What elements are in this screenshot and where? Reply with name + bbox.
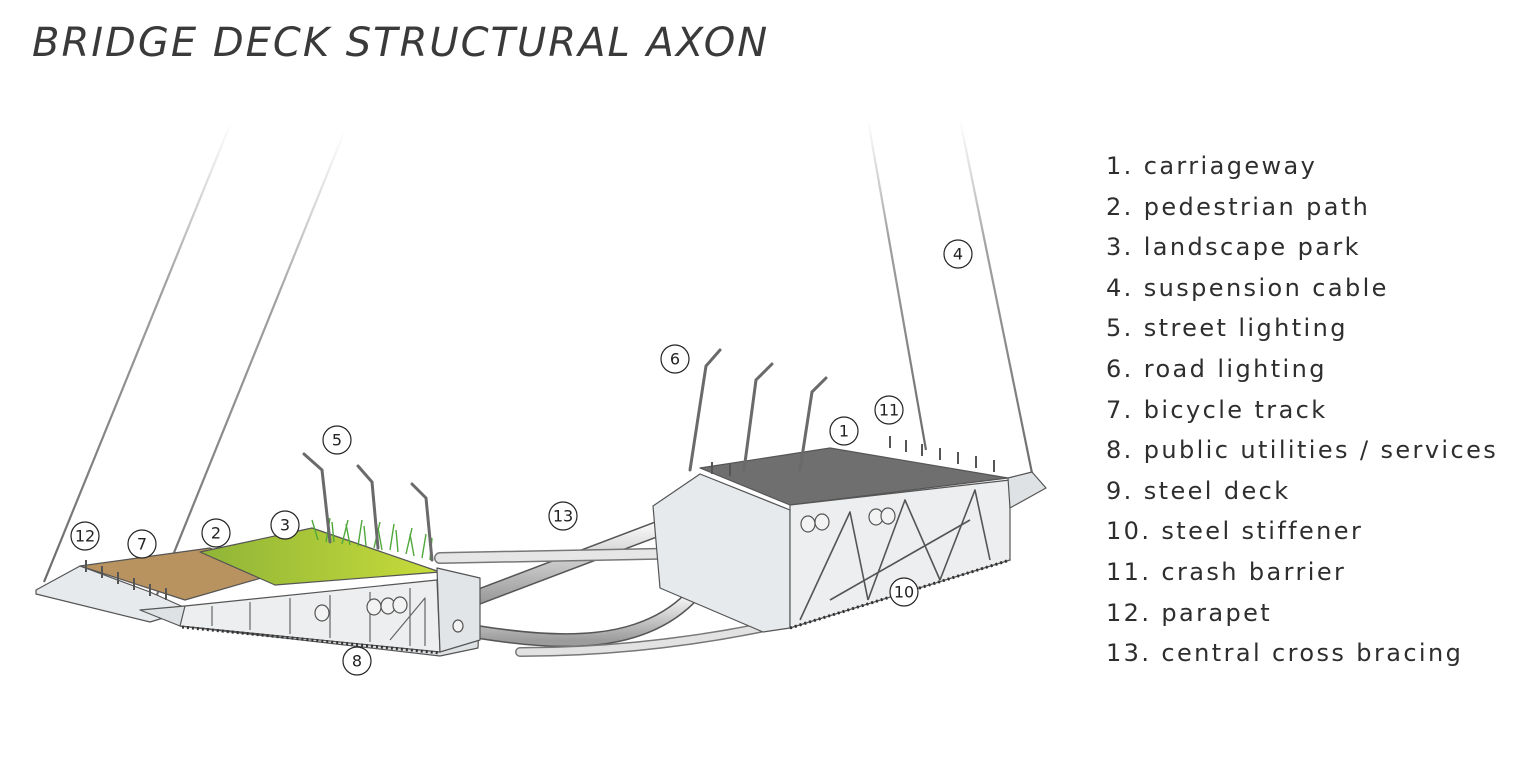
callout-label: 3 xyxy=(280,516,290,535)
legend-item: 2. pedestrian path xyxy=(1106,192,1371,221)
legend-item: 6. road lighting xyxy=(1106,354,1327,383)
callout-7: 7 xyxy=(127,529,157,559)
legend-item: 7. bicycle track xyxy=(1106,395,1328,424)
diagram-title: BRIDGE DECK STRUCTURAL AXON xyxy=(32,20,770,66)
left-deck xyxy=(35,527,481,657)
callout-label: 11 xyxy=(879,401,899,420)
callout-10: 10 xyxy=(889,577,919,607)
callout-label: 13 xyxy=(553,507,573,526)
right-deck-stiffeners xyxy=(799,489,991,621)
legend-item: 3. landscape park xyxy=(1106,233,1361,262)
bracing-tube-upper-face xyxy=(463,521,667,607)
right-crash-barrier-posts xyxy=(711,436,995,476)
callout-4: 4 xyxy=(943,239,973,269)
callout-1: 1 xyxy=(829,416,859,446)
callout-3: 3 xyxy=(270,510,300,540)
legend-item: 4. suspension cable xyxy=(1106,273,1389,302)
callout-5: 5 xyxy=(322,425,352,455)
callout-2: 2 xyxy=(201,518,231,548)
callout-label: 1 xyxy=(839,422,849,441)
right-parapet-edge xyxy=(1007,471,1047,509)
legend-item: 11. crash barrier xyxy=(1106,557,1347,586)
callout-label: 2 xyxy=(211,524,221,543)
component-legend: 1. carriageway 2. pedestrian path 3. lan… xyxy=(1106,146,1498,674)
suspension-cable-left-outer xyxy=(42,119,234,583)
callout-label: 7 xyxy=(137,535,147,554)
callout-11: 11 xyxy=(874,395,904,425)
callout-13: 13 xyxy=(548,501,578,531)
legend-item: 12. parapet xyxy=(1106,598,1273,627)
callout-label: 8 xyxy=(352,652,362,671)
callout-label: 5 xyxy=(332,431,342,450)
callout-12: 12 xyxy=(70,521,100,551)
legend-item: 9. steel deck xyxy=(1106,476,1291,505)
suspension-cable-right-inner xyxy=(866,119,928,451)
right-utility-pipes xyxy=(800,507,896,533)
callout-label: 10 xyxy=(894,583,914,602)
legend-item: 13. central cross bracing xyxy=(1106,639,1464,668)
callout-6: 6 xyxy=(660,344,690,374)
callout-label: 12 xyxy=(75,527,95,546)
legend-item: 1. carriageway xyxy=(1106,152,1318,180)
bracing-tube-return-face xyxy=(516,624,764,656)
legend-item: 10. steel stiffener xyxy=(1106,517,1364,546)
right-deck xyxy=(652,436,1047,633)
left-utility-pipes xyxy=(314,596,464,633)
legend-item: 5. street lighting xyxy=(1106,314,1348,343)
road-lighting-posts xyxy=(688,348,828,472)
legend-item: 8. public utilities / services xyxy=(1106,436,1499,465)
callout-label: 6 xyxy=(670,350,680,369)
street-lighting-posts xyxy=(302,452,434,562)
suspension-cables xyxy=(42,119,1035,613)
bracing-tube-lower-face xyxy=(472,592,696,646)
suspension-cable-left-inner xyxy=(148,129,347,613)
suspension-cable-right-outer xyxy=(958,119,1035,479)
left-box-girder-end xyxy=(436,567,481,653)
callout-8: 8 xyxy=(342,646,372,676)
callout-label: 4 xyxy=(953,245,963,264)
left-parapet-posts xyxy=(85,560,167,600)
left-steel-deck-plate xyxy=(181,625,441,655)
